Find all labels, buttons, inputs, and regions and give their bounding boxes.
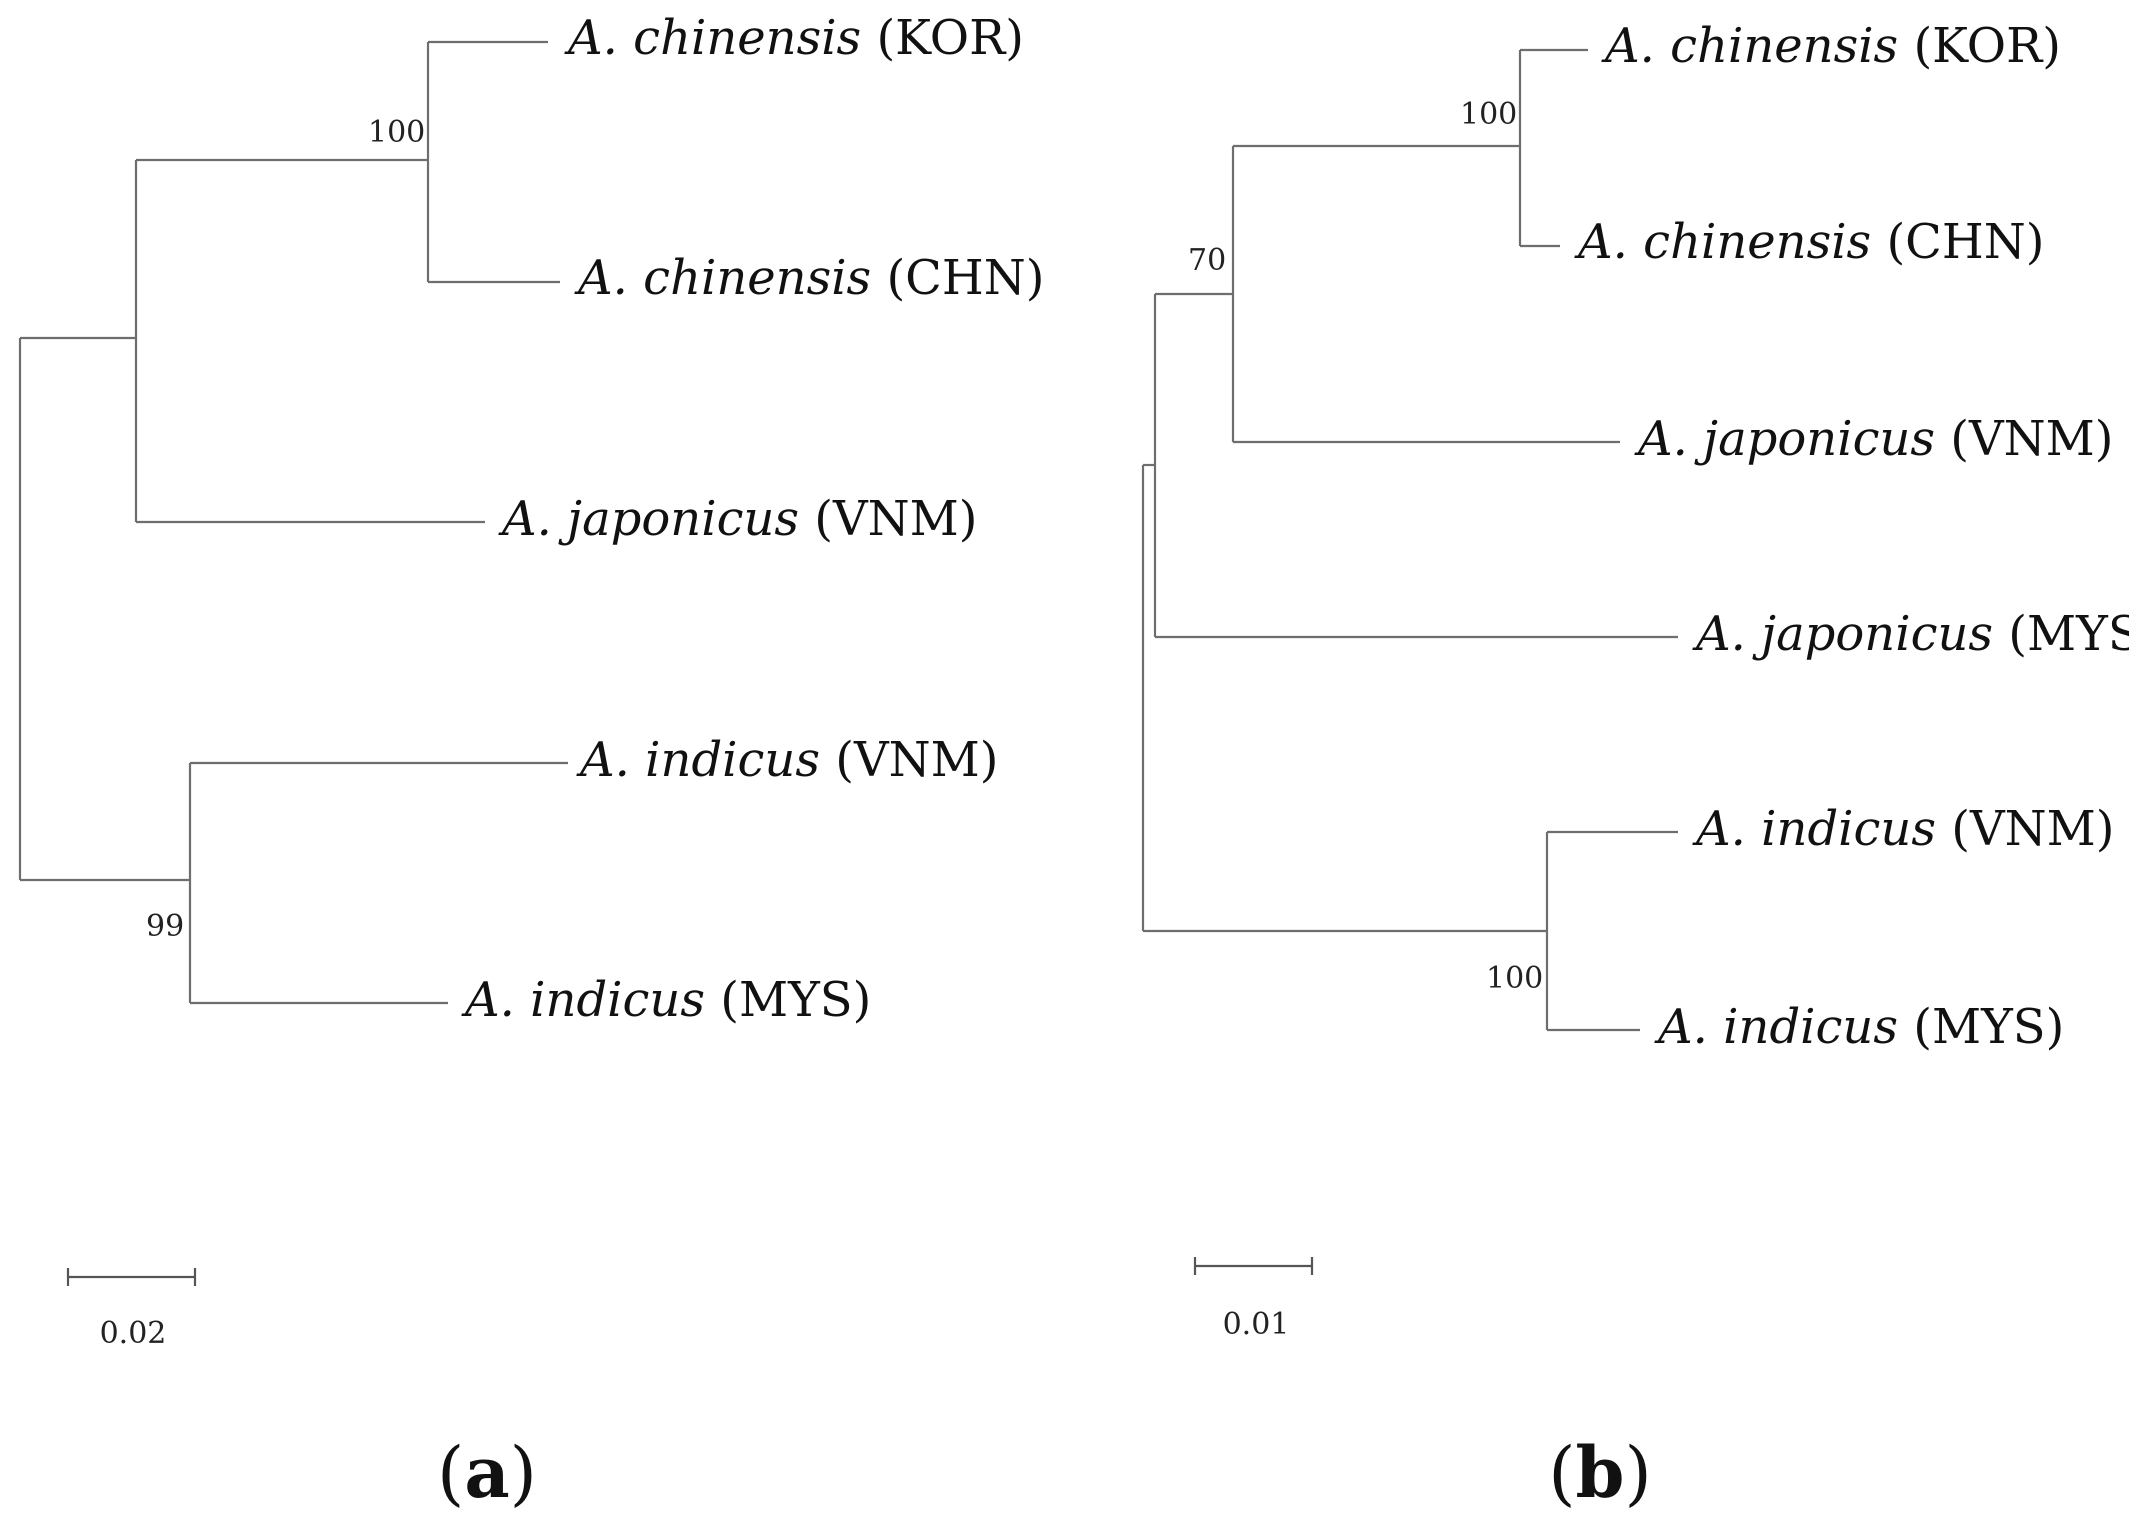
tree-a-scale-label: 0.02: [100, 1316, 167, 1351]
tree-b-support-value: 100: [1486, 961, 1543, 996]
tree-b-taxon-label: A. japonicus (VNM): [1634, 411, 2114, 467]
tree-b-support-value: 70: [1188, 243, 1226, 278]
tree-b-scale-bar: 0.01: [1193, 1257, 1314, 1342]
tree-b-taxon-label: A. japonicus (MYS): [1692, 606, 2129, 662]
panel-label-b: (b): [1548, 1431, 1652, 1514]
tree-b-taxon-label: A. chinensis (CHN): [1574, 214, 2045, 270]
tree-a-taxon-label: A. japonicus (VNM): [498, 491, 978, 547]
tree-b: A. chinensis (KOR) A. chinensis (CHN) A.…: [1141, 18, 2129, 1514]
tree-b-taxon-label: A. indicus (MYS): [1654, 999, 2064, 1055]
tree-a-support-value: 99: [146, 909, 184, 944]
tree-a-taxon-label: A. indicus (VNM): [576, 732, 998, 788]
tree-a-taxon-label: A. chinensis (CHN): [574, 250, 1045, 306]
tree-a-branches: [18, 40, 568, 1005]
tree-b-taxon-label: A. chinensis (KOR): [1601, 18, 2061, 74]
tree-a-taxon-label: A. indicus (MYS): [461, 972, 871, 1028]
tree-b-branches: [1141, 48, 1678, 1032]
tree-a-support-values: 100 99: [146, 115, 425, 944]
tree-a: A. chinensis (KOR) A. chinensis (CHN) A.…: [18, 10, 1045, 1514]
tree-a-scale-bar: 0.02: [66, 1268, 197, 1351]
panel-label-a: (a): [437, 1431, 537, 1514]
tree-b-support-values: 100 70 100: [1188, 97, 1543, 996]
tree-b-taxon-label: A. indicus (VNM): [1692, 801, 2114, 857]
tree-a-support-value: 100: [368, 115, 425, 150]
tree-b-scale-label: 0.01: [1223, 1307, 1290, 1342]
tree-a-taxon-label: A. chinensis (KOR): [564, 10, 1024, 66]
tree-a-taxon-labels: A. chinensis (KOR) A. chinensis (CHN) A.…: [461, 10, 1045, 1028]
tree-b-taxon-labels: A. chinensis (KOR) A. chinensis (CHN) A.…: [1574, 18, 2129, 1055]
tree-b-support-value: 100: [1460, 97, 1517, 132]
